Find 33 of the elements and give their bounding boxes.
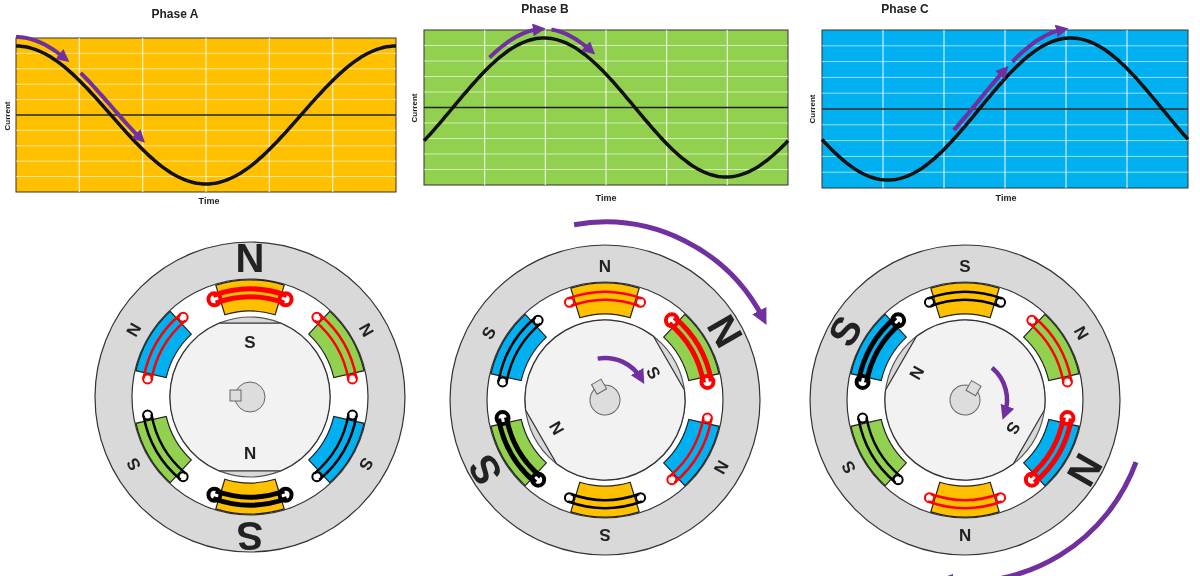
chart-title: Phase C [881, 3, 929, 15]
axis-label: Current [809, 94, 817, 124]
pole-label: S [123, 454, 145, 474]
pole-label: S [838, 457, 860, 477]
pole-label: N [710, 457, 732, 477]
axis-label: Current [4, 101, 12, 131]
pole-label: S [460, 447, 509, 492]
pole-label: S [236, 516, 264, 556]
pole-label: S [355, 454, 377, 474]
pole-label: N [123, 320, 145, 340]
pole-label: S [244, 333, 256, 351]
axis-label: Current [411, 93, 419, 123]
chart-title: Phase A [151, 8, 199, 20]
pole-label: N [906, 362, 928, 383]
pole-label: N [243, 443, 257, 461]
chart-title: Phase B [521, 3, 569, 15]
pole-label: N [355, 320, 377, 340]
pole-label: S [1002, 418, 1023, 437]
pole-label: S [959, 257, 971, 275]
pole-label: N [235, 238, 265, 278]
pole-label: S [599, 525, 611, 543]
pole-label: N [958, 525, 972, 543]
axis-label: Time [595, 193, 617, 203]
axis-label: Time [995, 193, 1017, 203]
pole-label: S [642, 363, 663, 382]
pole-label: N [1070, 323, 1092, 343]
pole-label: N [598, 257, 612, 275]
pole-label: S [478, 323, 500, 343]
pole-label: S [820, 308, 869, 353]
pole-label: N [546, 417, 568, 438]
axis-label: Time [198, 196, 220, 206]
pole-label: N [1060, 447, 1110, 492]
pole-label: N [700, 308, 750, 353]
